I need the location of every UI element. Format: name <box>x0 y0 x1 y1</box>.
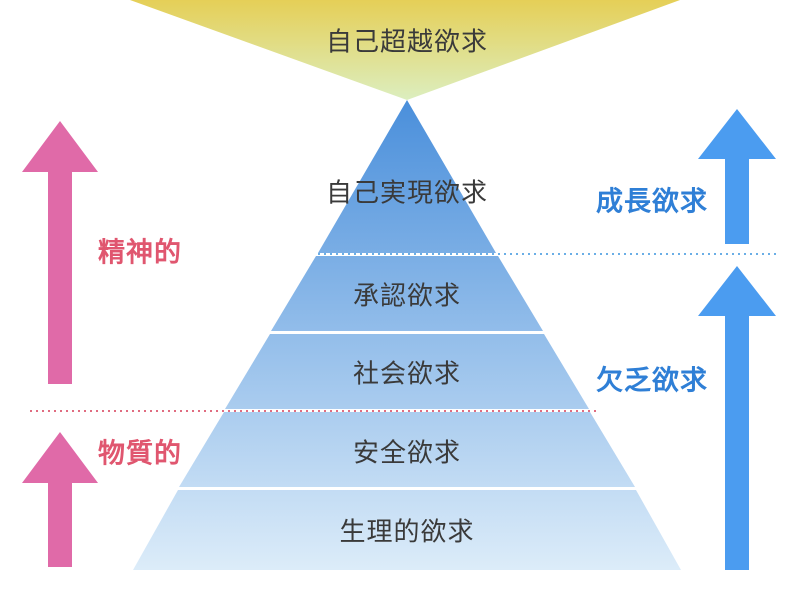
self-transcendence-funnel <box>130 0 680 100</box>
tier-label-physiological: 生理的欲求 <box>339 517 475 548</box>
arrow-up-icon <box>22 121 98 384</box>
material-label: 物質的 <box>98 438 182 470</box>
tier-label-self-actualization: 自己実現欲求 <box>325 178 489 209</box>
arrow-up-icon <box>22 432 98 567</box>
tier-social <box>225 334 589 409</box>
self-transcendence-label: 自己超越欲求 <box>325 27 489 58</box>
mental-label: 精神的 <box>98 237 182 269</box>
tier-esteem <box>271 256 543 331</box>
tier-safety <box>179 412 635 487</box>
arrow-up-icon <box>698 109 776 244</box>
tier-label-social: 社会欲求 <box>352 359 462 390</box>
arrow-up-icon <box>698 266 776 570</box>
growth-needs-label: 成長欲求 <box>596 186 708 218</box>
tier-label-esteem: 承認欲求 <box>352 281 462 312</box>
tier-physiological <box>133 490 681 570</box>
tier-label-safety: 安全欲求 <box>352 438 462 469</box>
tier-self-actualization <box>318 100 496 253</box>
deficiency-needs-label: 欠乏欲求 <box>596 365 708 397</box>
